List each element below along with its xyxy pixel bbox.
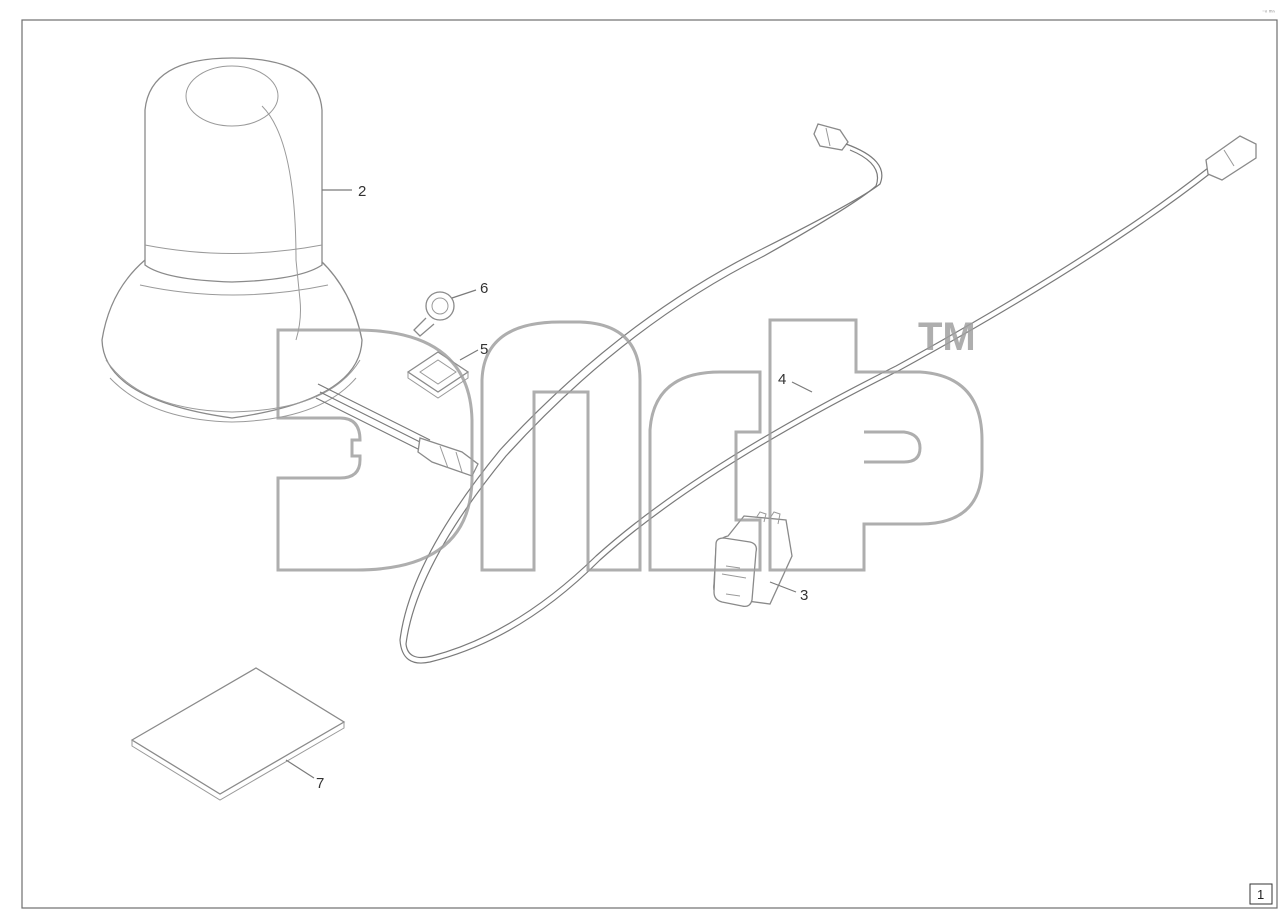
corner-mark: ⁻ⁿ ᵐⁿ xyxy=(1262,9,1275,16)
rocker-switch-part xyxy=(713,511,793,608)
leader-line-4 xyxy=(791,381,813,393)
leader-line-7 xyxy=(285,759,315,779)
manual-booklet-part xyxy=(130,667,346,801)
base-pad-part xyxy=(406,351,470,399)
leader-line-6 xyxy=(451,289,477,299)
callout-2: 2 xyxy=(358,183,366,200)
clip-part xyxy=(413,291,455,337)
callout-5: 5 xyxy=(480,341,488,358)
watermark-logo: TM xyxy=(276,315,984,572)
callout-7: 7 xyxy=(316,775,324,792)
drawing-frame xyxy=(21,19,1278,909)
page-number: 1 xyxy=(1257,887,1264,902)
callout-4: 4 xyxy=(778,371,786,388)
leader-line-5 xyxy=(459,349,479,361)
callout-6: 6 xyxy=(480,280,488,297)
page-number-box: 1 xyxy=(1249,883,1273,905)
watermark-trademark: TM xyxy=(918,315,976,359)
callout-3: 3 xyxy=(800,587,808,604)
leader-line-3 xyxy=(769,581,797,593)
beacon-lamp-part xyxy=(101,57,363,423)
wiring-harness-part xyxy=(399,123,1257,664)
beacon-cable xyxy=(315,383,479,477)
